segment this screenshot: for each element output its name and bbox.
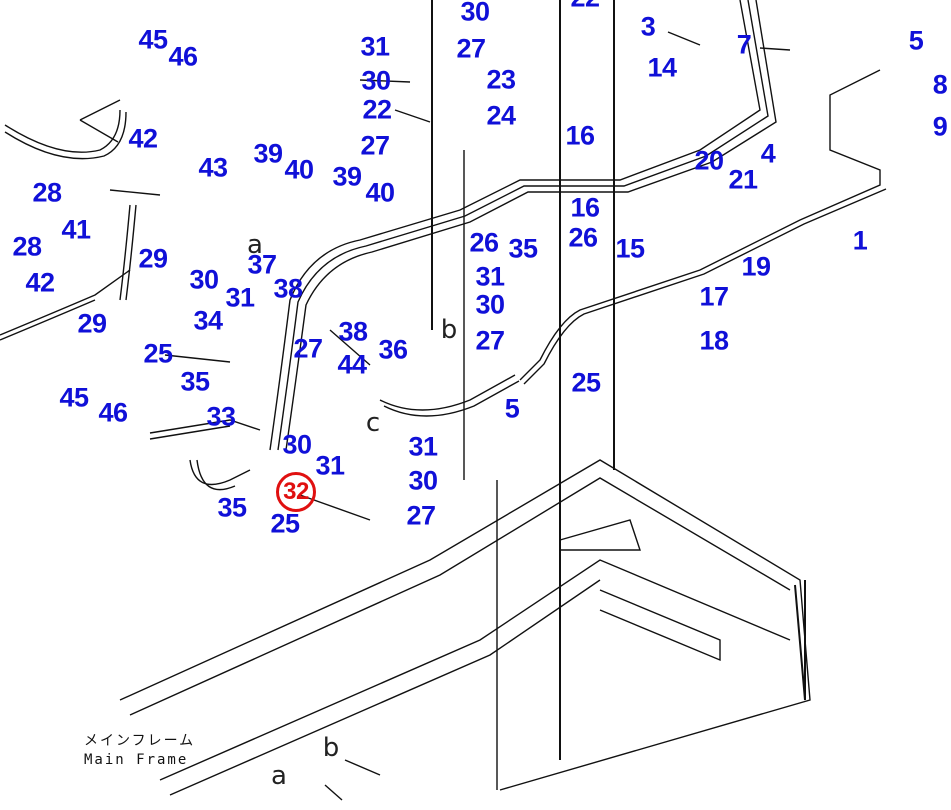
part-callout[interactable]: 26	[469, 227, 499, 258]
part-callout[interactable]: 29	[138, 243, 168, 274]
part-callout[interactable]: 40	[284, 154, 314, 185]
part-callout[interactable]: 25	[571, 367, 601, 398]
part-callout[interactable]: 30	[282, 429, 312, 460]
part-callout[interactable]: 31	[225, 282, 255, 313]
highlighted-callout[interactable]: 32	[276, 472, 316, 512]
part-callout[interactable]: 3	[640, 11, 656, 42]
part-callout[interactable]: 28	[12, 231, 42, 262]
part-callout[interactable]: 39	[253, 138, 283, 169]
part-callout[interactable]: 36	[378, 334, 408, 365]
part-callout[interactable]: 44	[337, 349, 367, 380]
part-callout[interactable]: 24	[486, 100, 516, 131]
part-callout[interactable]: 27	[475, 325, 505, 356]
view-reference-label: c	[365, 408, 381, 438]
part-callout[interactable]: 16	[570, 192, 600, 223]
part-callout[interactable]: 46	[98, 397, 128, 428]
part-callout[interactable]: 5	[908, 25, 924, 56]
part-callout[interactable]: 38	[338, 316, 368, 347]
part-callout[interactable]: 28	[32, 177, 62, 208]
part-callout[interactable]: 31	[315, 450, 345, 481]
part-callout[interactable]: 46	[168, 41, 198, 72]
part-callout[interactable]: 43	[198, 152, 228, 183]
part-callout[interactable]: 16	[565, 120, 595, 151]
view-reference-label: a	[271, 761, 287, 791]
part-callout[interactable]: 30	[361, 65, 391, 96]
part-callout[interactable]: 26	[568, 222, 598, 253]
part-callout[interactable]: 22	[362, 94, 392, 125]
part-callout[interactable]: 4	[760, 138, 776, 169]
part-callout[interactable]: 33	[206, 401, 236, 432]
part-callout[interactable]: 31	[475, 261, 505, 292]
part-callout[interactable]: 39	[332, 161, 362, 192]
part-callout[interactable]: 42	[128, 123, 158, 154]
part-callout[interactable]: 18	[699, 325, 729, 356]
part-callout[interactable]: 29	[77, 308, 107, 339]
part-callout[interactable]: 35	[180, 366, 210, 397]
part-callout[interactable]: 22	[570, 0, 600, 12]
part-callout[interactable]: 27	[406, 500, 436, 531]
part-callout[interactable]: 30	[408, 465, 438, 496]
part-callout[interactable]: 30	[460, 0, 490, 27]
part-callout[interactable]: 21	[728, 164, 758, 195]
part-callout[interactable]: 30	[475, 289, 505, 320]
part-callout[interactable]: 42	[25, 267, 55, 298]
part-callout[interactable]: 7	[736, 29, 752, 60]
part-callout[interactable]: 35	[217, 492, 247, 523]
view-reference-label: a	[247, 230, 263, 260]
part-callout[interactable]: 27	[456, 33, 486, 64]
part-callout[interactable]: 25	[270, 508, 300, 539]
part-callout[interactable]: 34	[193, 305, 223, 336]
main-frame-caption: メインフレーム Main Frame	[84, 732, 195, 770]
part-callout[interactable]: 23	[486, 64, 516, 95]
part-callout[interactable]: 31	[360, 31, 390, 62]
part-callout[interactable]: 45	[59, 382, 89, 413]
part-callout[interactable]: 30	[189, 264, 219, 295]
part-callout[interactable]: 20	[694, 145, 724, 176]
part-callout[interactable]: 19	[741, 251, 771, 282]
part-callout[interactable]: 9	[932, 111, 948, 142]
part-callout[interactable]: 31	[408, 431, 438, 462]
part-callout[interactable]: 5	[504, 393, 520, 424]
part-callout[interactable]: 37	[247, 249, 277, 280]
view-reference-label: b	[440, 315, 458, 345]
part-callout[interactable]: 40	[365, 177, 395, 208]
view-reference-label: b	[322, 733, 340, 763]
caption-english: Main Frame	[84, 752, 189, 768]
part-callout[interactable]: 45	[138, 24, 168, 55]
part-callout[interactable]: 17	[699, 281, 729, 312]
part-callout[interactable]: 27	[293, 333, 323, 364]
part-callout[interactable]: 38	[273, 273, 303, 304]
part-callout[interactable]: 14	[647, 52, 677, 83]
part-callout[interactable]: 41	[61, 214, 91, 245]
part-callout[interactable]: 35	[508, 233, 538, 264]
part-callout[interactable]: 15	[615, 233, 645, 264]
caption-japanese: メインフレーム	[84, 733, 196, 749]
part-callout[interactable]: 8	[932, 69, 948, 100]
part-callout[interactable]: 27	[360, 130, 390, 161]
part-callout[interactable]: 25	[143, 338, 173, 369]
part-callout[interactable]: 1	[852, 225, 868, 256]
